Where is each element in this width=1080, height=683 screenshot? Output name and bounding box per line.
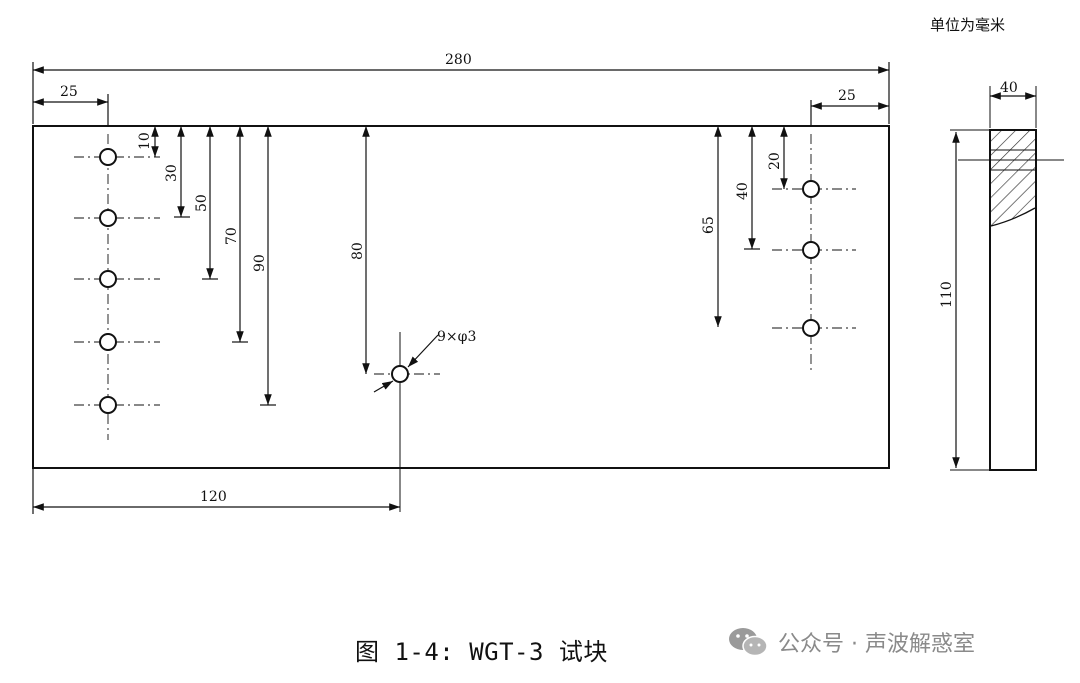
dim-right-offset [810,100,889,126]
right-hole-column [772,134,856,372]
hole-left-2 [74,209,160,227]
hole-left-3 [74,270,160,288]
unit-note: 单位为毫米 [930,16,1005,34]
dim-overall-length [32,62,890,124]
hole-right-3 [772,319,856,337]
dim-overall-length-label: 280 [445,52,472,68]
watermark: 公众号 · 声波解惑室 [728,624,975,660]
dim-depth-20: 20 [767,152,783,170]
hole-left-1 [74,148,160,166]
wechat-icon [729,628,768,657]
dim-center-hole-distance [32,468,400,514]
dim-right-offset-label: 25 [838,88,856,104]
dim-left-offset-label: 25 [60,84,78,100]
hole-left-4 [74,333,160,351]
hole-right-1 [772,180,856,198]
dim-center-hole-distance-label: 120 [200,489,227,505]
dim-depth-90: 90 [252,254,268,272]
dim-depth-10: 10 [137,132,153,150]
center-hole [373,332,440,512]
dim-depth-40: 40 [735,182,751,200]
block-side-view [950,86,1064,471]
dim-height-label: 110 [939,281,955,308]
dim-left-depths [151,126,276,406]
left-hole-column [74,134,160,440]
hole-right-2 [772,241,856,259]
dim-thickness-label: 40 [1000,80,1018,96]
dim-depth-70: 70 [224,227,240,245]
dim-depth-30: 30 [164,164,180,182]
block-front-view [32,125,890,469]
dim-right-depths [714,126,788,327]
dim-depth-80: 80 [350,242,366,260]
figure-caption: 图 1-4: WGT-3 试块 [355,638,608,666]
dim-left-offset [33,94,109,126]
dim-depth-50: 50 [194,194,210,212]
watermark-text: 公众号 · 声波解惑室 [778,632,975,657]
dim-depth-65: 65 [701,216,717,234]
hole-spec-label: 9×φ3 [437,329,476,345]
hole-left-5 [74,396,160,414]
